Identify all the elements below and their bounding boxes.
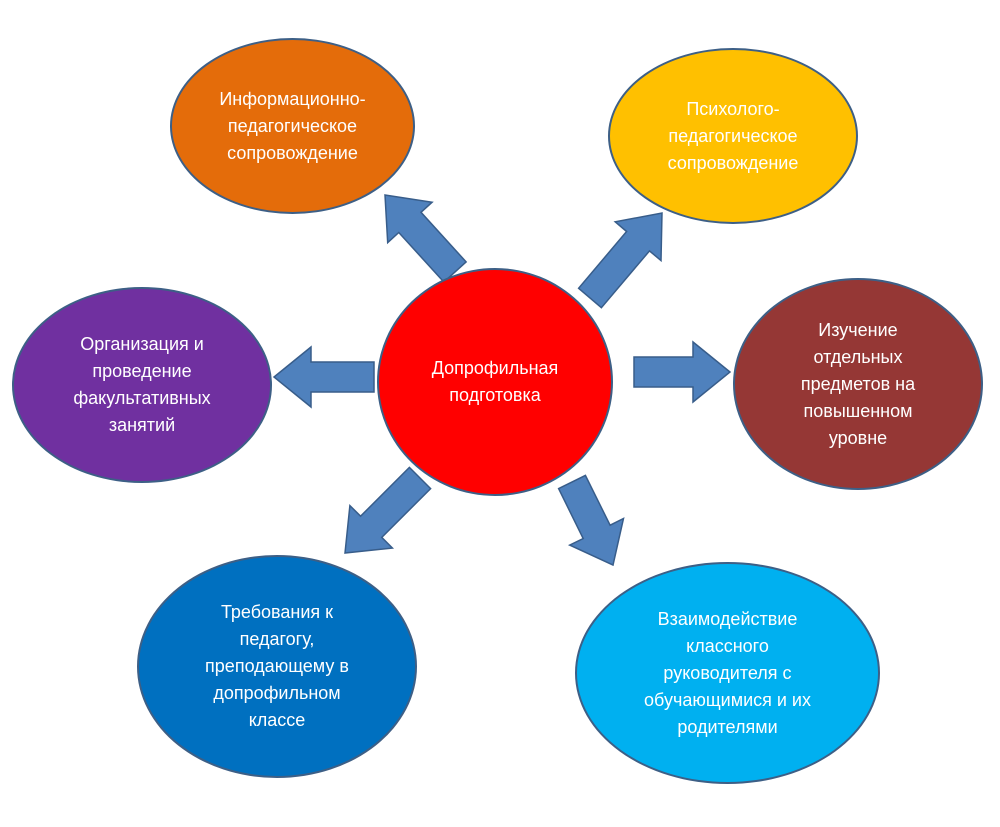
- arrow-to-inter: [557, 474, 625, 567]
- arrow-to-psy: [577, 212, 663, 309]
- node-info-label: Информационно- педагогическое сопровожде…: [219, 88, 366, 163]
- node-electives-label: Организация и проведение факультативных …: [73, 334, 211, 435]
- node-advanced-study-label: Изучение отдельных предметов на повышенн…: [800, 319, 916, 448]
- arrow-to-fac: [272, 345, 375, 409]
- center-node-label: Допрофильная подготовка: [431, 358, 559, 405]
- node-psy-ped-support: Психолого- педагогическое сопровождение: [608, 48, 858, 224]
- node-interaction-label: Взаимодействие классного руководителя с …: [644, 608, 811, 737]
- node-advanced-study: Изучение отдельных предметов на повышенн…: [733, 278, 983, 490]
- node-info-ped-support: Информационно- педагогическое сопровожде…: [170, 38, 415, 214]
- node-teacher-requirements-label: Требования к педагогу, преподающему в до…: [205, 602, 349, 730]
- node-psy-label: Психолого- педагогическое сопровождение: [667, 98, 799, 173]
- center-node: Допрофильная подготовка: [377, 268, 613, 496]
- arrow-to-info: [384, 194, 468, 284]
- node-electives: Организация и проведение факультативных …: [12, 287, 272, 483]
- node-teacher-requirements: Требования к педагогу, преподающему в до…: [137, 555, 417, 778]
- node-interaction: Взаимодействие классного руководителя с …: [575, 562, 880, 784]
- arrow-to-req: [344, 466, 432, 554]
- arrow-to-adv: [633, 340, 732, 404]
